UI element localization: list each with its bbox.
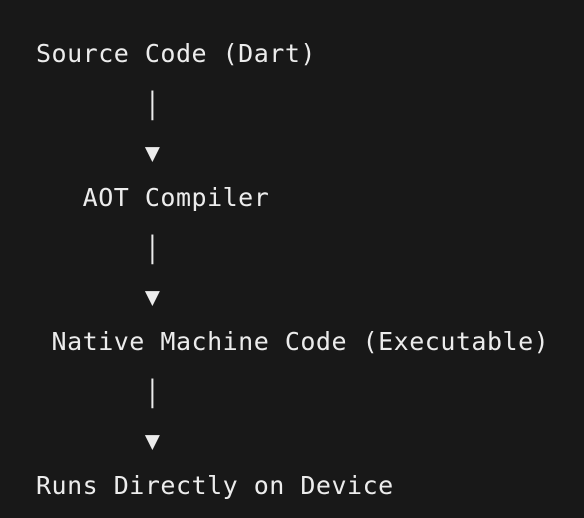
node-runs-on-device: Runs Directly on Device — [36, 471, 394, 500]
node-aot-compiler: AOT Compiler — [36, 183, 270, 212]
connector-line: │ — [36, 379, 161, 408]
arrow-down-icon: ▼ — [36, 426, 161, 455]
connector-line: │ — [36, 91, 161, 120]
node-native-machine-code: Native Machine Code (Executable) — [36, 327, 550, 356]
arrow-down-icon: ▼ — [36, 282, 161, 311]
arrow-down-icon: ▼ — [36, 138, 161, 167]
connector-line: │ — [36, 235, 161, 264]
node-source-code: Source Code (Dart) — [36, 39, 316, 68]
